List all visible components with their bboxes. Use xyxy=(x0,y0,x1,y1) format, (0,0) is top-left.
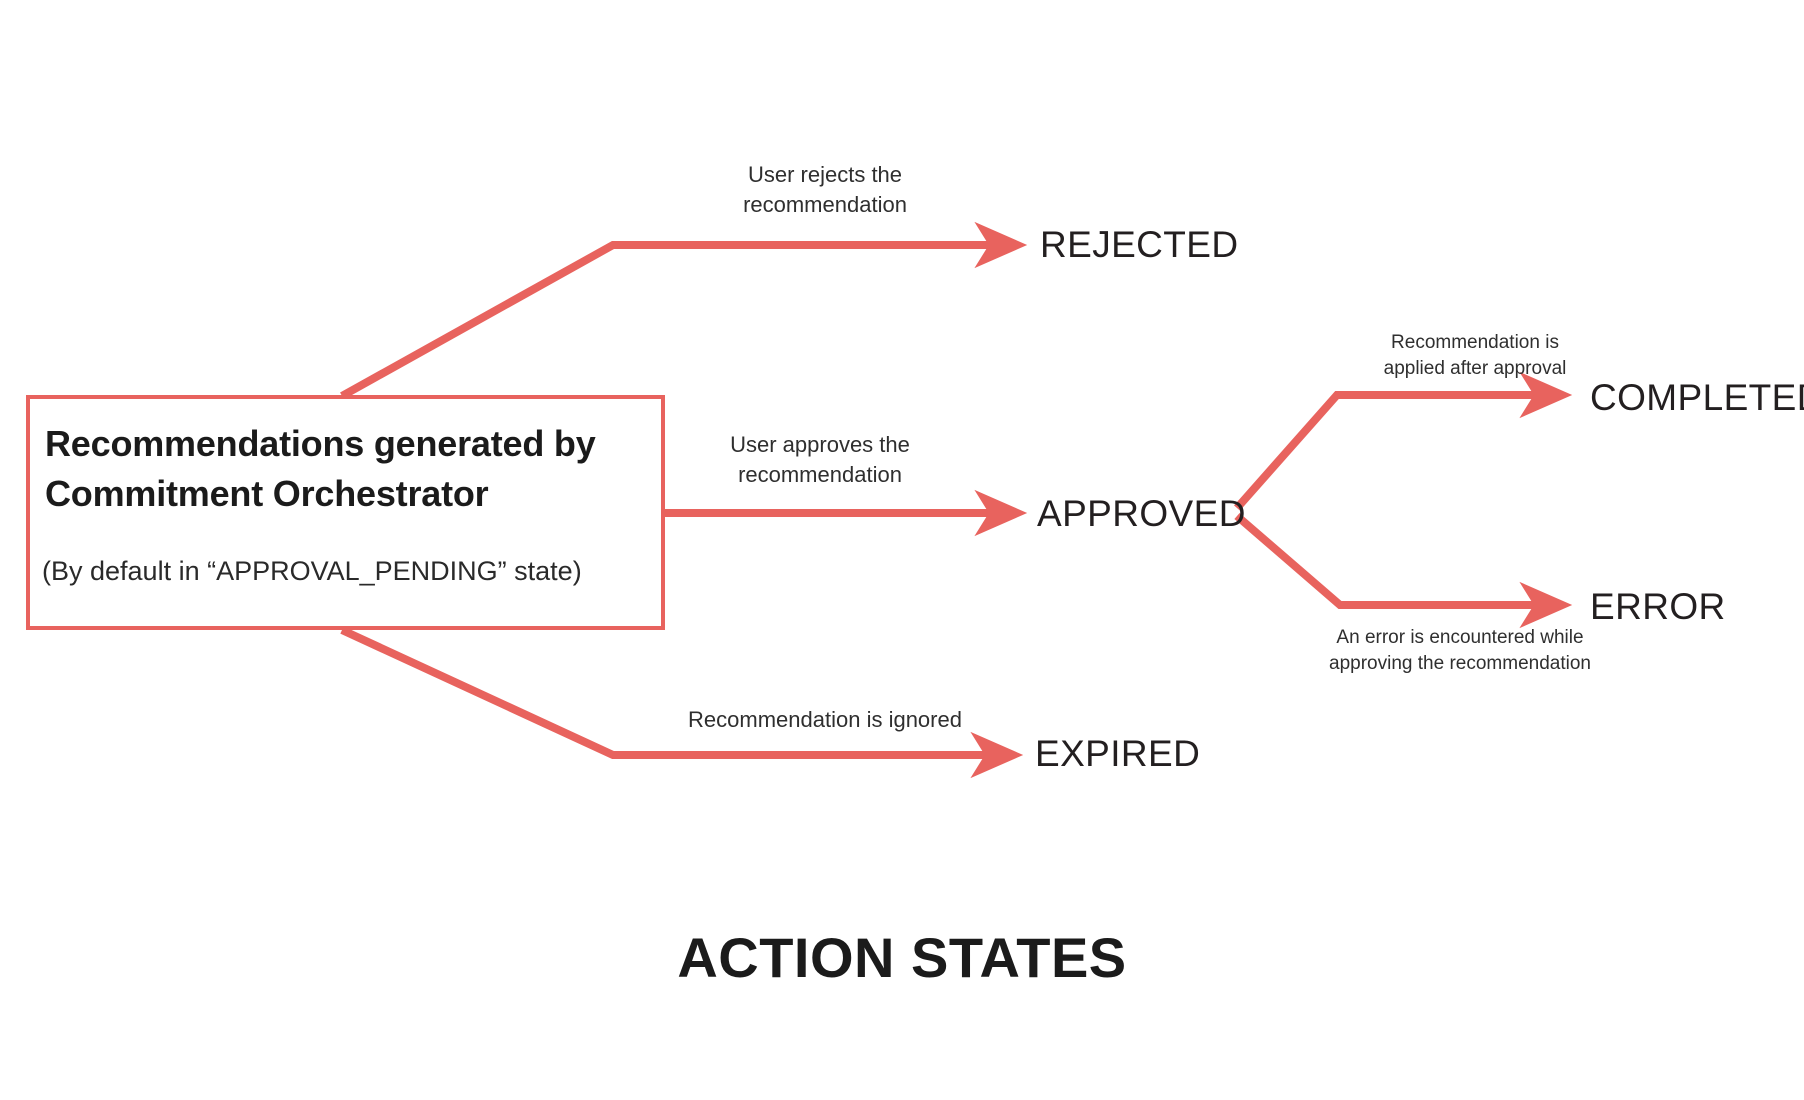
state-node-approved: APPROVED xyxy=(1037,493,1246,534)
state-node-expired: EXPIRED xyxy=(1035,733,1201,774)
source-node-title: Recommendations generated by Commitment … xyxy=(45,423,596,514)
state-node-error: ERROR xyxy=(1590,586,1726,627)
edge-source-to-expired xyxy=(340,626,1024,779)
edge-source-to-rejected xyxy=(340,221,1028,400)
state-node-rejected: REJECTED xyxy=(1040,224,1239,265)
edge-approved-to-completed xyxy=(1234,371,1573,511)
edge-label-approved: User approves the recommendation xyxy=(730,432,910,487)
edge-label-completed: Recommendation is applied after approval xyxy=(1383,332,1567,380)
edge-label-rejected: User rejects the recommendation xyxy=(743,162,907,217)
edge-label-error: An error is encountered while approving … xyxy=(1329,627,1591,675)
diagram-title: ACTION STATES xyxy=(677,926,1127,989)
source-node-subtitle: (By default in “APPROVAL_PENDING” state) xyxy=(42,556,582,586)
state-node-completed: COMPLETED xyxy=(1590,377,1804,418)
edge-label-expired: Recommendation is ignored xyxy=(688,707,962,732)
edge-approved-to-error xyxy=(1234,512,1573,629)
source-node: Recommendations generated by Commitment … xyxy=(26,395,665,630)
